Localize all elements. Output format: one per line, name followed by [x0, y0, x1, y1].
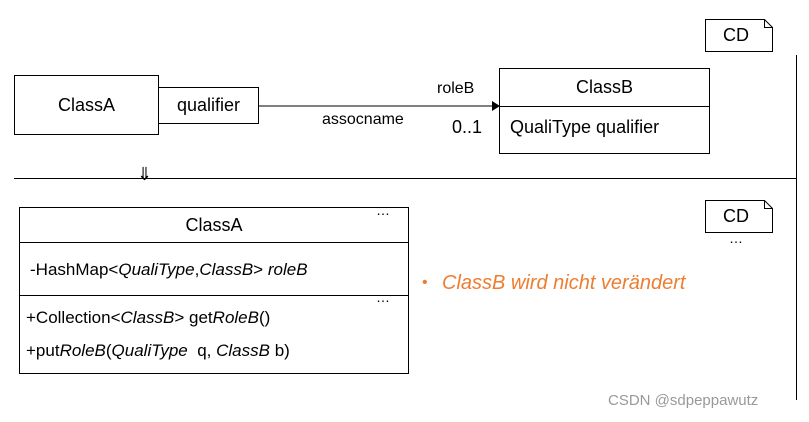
cd-ellipsis: … [729, 230, 743, 246]
class-a-impl-box: ClassA … -HashMap<QualiType,ClassB> role… [19, 202, 409, 374]
note-bullet: • [422, 274, 428, 291]
class-a-name: ClassA [57, 94, 115, 115]
impl-method-get: +Collection<ClassB> getRoleB() [26, 308, 271, 327]
qualifier-label: qualifier [176, 95, 241, 115]
note-text: ClassB wird nicht verändert [442, 272, 686, 294]
class-b-divider [500, 106, 709, 107]
class-b-name: ClassB [575, 77, 633, 97]
transform-arrow-icon: ⇓ [137, 164, 153, 184]
role-b-label: roleB [437, 80, 475, 97]
name-ellipsis: … [376, 202, 390, 218]
watermark: CSDN @sdpeppawutz [608, 392, 759, 409]
impl-method-put: +putRoleB(QualiType q, ClassB b) [26, 341, 290, 360]
methods-ellipsis: … [376, 289, 390, 305]
cd-label: CD [723, 25, 749, 45]
class-a-box: ClassA [14, 75, 159, 135]
impl-attribute: -HashMap<QualiType,ClassB> roleB [30, 260, 308, 279]
cd-tag-top: CD [705, 19, 773, 52]
cd-tag-bottom: CD [705, 200, 773, 233]
right-border-line [796, 55, 797, 400]
impl-divider-1 [20, 242, 408, 243]
cd-label-bottom: CD [723, 206, 749, 226]
section-divider [14, 178, 796, 179]
class-b-box: ClassB QualiType qualifier [499, 68, 710, 154]
class-b-attribute: QualiType qualifier [510, 117, 660, 137]
multiplicity-label: 0..1 [452, 117, 483, 137]
association-arrow [258, 101, 500, 111]
impl-divider-2 [20, 295, 408, 296]
assocname-label: assocname [322, 111, 404, 128]
impl-class-name: ClassA [185, 214, 243, 235]
qualifier-box: qualifier [158, 87, 259, 124]
